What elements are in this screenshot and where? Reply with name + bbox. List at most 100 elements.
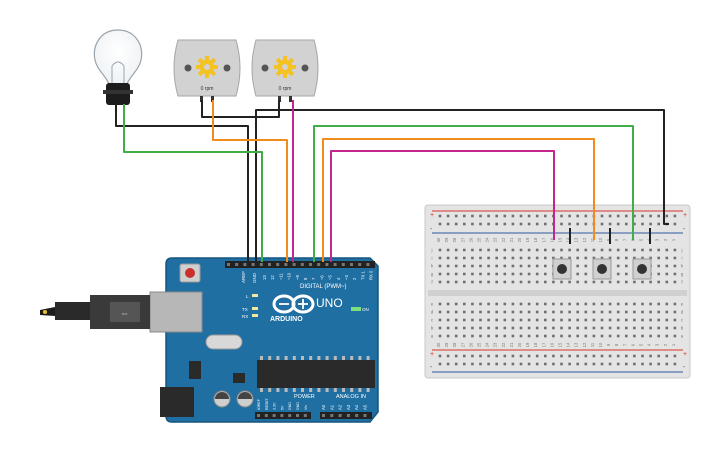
terminal-upper-hole[interactable]: [446, 248, 450, 252]
terminal-upper-hole[interactable]: [471, 264, 474, 268]
terminal-lower-hole[interactable]: [600, 326, 604, 330]
top-rail-hole[interactable]: [649, 222, 652, 226]
terminal-lower-hole[interactable]: [511, 302, 515, 306]
terminal-upper-hole[interactable]: [463, 272, 466, 276]
terminal-upper-hole[interactable]: [625, 264, 628, 268]
terminal-upper-hole[interactable]: [592, 248, 596, 252]
top-rail-hole[interactable]: [535, 222, 539, 226]
terminal-lower-hole[interactable]: [454, 310, 458, 314]
terminal-lower-hole[interactable]: [446, 302, 450, 306]
wire-orange-motor1[interactable]: [212, 100, 288, 262]
top-rail-hole[interactable]: [625, 222, 628, 226]
top-rail-hole[interactable]: [633, 222, 636, 226]
terminal-lower-hole[interactable]: [487, 302, 490, 306]
terminal-upper-hole[interactable]: [527, 264, 531, 268]
terminal-upper-hole[interactable]: [519, 272, 523, 276]
header-pin[interactable]: [251, 263, 255, 266]
terminal-upper-hole[interactable]: [535, 272, 539, 276]
header-pin[interactable]: [292, 263, 296, 266]
top-rail-hole[interactable]: [511, 222, 515, 226]
header-pin[interactable]: [268, 263, 271, 266]
top-rail-hole[interactable]: [511, 214, 515, 218]
terminal-lower-hole[interactable]: [438, 334, 442, 338]
bottom-rail-hole[interactable]: [479, 362, 482, 366]
terminal-lower-hole[interactable]: [600, 302, 604, 306]
power-header-pin[interactable]: [272, 414, 276, 417]
top-rail-hole[interactable]: [665, 214, 669, 218]
terminal-upper-hole[interactable]: [544, 272, 547, 276]
terminal-upper-hole[interactable]: [576, 256, 579, 260]
terminal-upper-hole[interactable]: [503, 256, 507, 260]
terminal-upper-hole[interactable]: [641, 256, 644, 260]
terminal-lower-hole[interactable]: [608, 318, 612, 322]
bottom-rail-hole[interactable]: [446, 362, 450, 366]
terminal-lower-hole[interactable]: [649, 318, 652, 322]
terminal-upper-hole[interactable]: [471, 272, 474, 276]
top-rail-hole[interactable]: [576, 222, 579, 226]
terminal-lower-hole[interactable]: [471, 318, 474, 322]
terminal-upper-hole[interactable]: [657, 248, 660, 252]
terminal-lower-hole[interactable]: [625, 334, 628, 338]
bottom-rail-hole[interactable]: [527, 354, 531, 358]
bottom-rail-hole[interactable]: [657, 354, 660, 358]
terminal-lower-hole[interactable]: [576, 302, 579, 306]
terminal-lower-hole[interactable]: [616, 302, 620, 306]
terminal-upper-hole[interactable]: [471, 248, 474, 252]
terminal-lower-hole[interactable]: [576, 318, 579, 322]
terminal-lower-hole[interactable]: [592, 326, 596, 330]
top-rail-hole[interactable]: [673, 214, 677, 218]
bottom-rail-hole[interactable]: [576, 362, 579, 366]
terminal-upper-hole[interactable]: [535, 280, 539, 284]
top-rail-hole[interactable]: [527, 214, 531, 218]
bottom-rail-hole[interactable]: [665, 354, 669, 358]
terminal-lower-hole[interactable]: [463, 310, 466, 314]
terminal-lower-hole[interactable]: [511, 334, 515, 338]
terminal-upper-hole[interactable]: [471, 256, 474, 260]
bottom-rail-hole[interactable]: [454, 362, 458, 366]
terminal-lower-hole[interactable]: [511, 310, 515, 314]
terminal-lower-hole[interactable]: [454, 318, 458, 322]
terminal-upper-hole[interactable]: [665, 256, 669, 260]
terminal-upper-hole[interactable]: [584, 264, 588, 268]
top-rail-hole[interactable]: [625, 214, 628, 218]
terminal-upper-hole[interactable]: [608, 256, 612, 260]
terminal-lower-hole[interactable]: [511, 318, 515, 322]
terminal-upper-hole[interactable]: [600, 280, 604, 284]
terminal-upper-hole[interactable]: [649, 248, 652, 252]
terminal-upper-hole[interactable]: [641, 280, 644, 284]
terminal-lower-hole[interactable]: [665, 334, 669, 338]
bottom-rail-hole[interactable]: [560, 354, 563, 358]
terminal-upper-hole[interactable]: [665, 248, 669, 252]
terminal-lower-hole[interactable]: [552, 318, 555, 322]
terminal-lower-hole[interactable]: [592, 302, 596, 306]
terminal-lower-hole[interactable]: [584, 334, 588, 338]
terminal-upper-hole[interactable]: [519, 256, 523, 260]
top-rail-hole[interactable]: [560, 222, 563, 226]
terminal-lower-hole[interactable]: [544, 334, 547, 338]
terminal-upper-hole[interactable]: [495, 280, 498, 284]
terminal-upper-hole[interactable]: [665, 264, 669, 268]
terminal-lower-hole[interactable]: [560, 302, 563, 306]
terminal-upper-hole[interactable]: [544, 280, 547, 284]
analog-header-pin[interactable]: [363, 414, 367, 417]
top-rail-hole[interactable]: [633, 214, 636, 218]
bottom-rail-hole[interactable]: [527, 362, 531, 366]
top-rail-hole[interactable]: [584, 222, 588, 226]
terminal-lower-hole[interactable]: [471, 334, 474, 338]
terminal-lower-hole[interactable]: [649, 302, 652, 306]
terminal-upper-hole[interactable]: [568, 248, 571, 252]
terminal-upper-hole[interactable]: [527, 256, 531, 260]
terminal-upper-hole[interactable]: [503, 264, 507, 268]
terminal-lower-hole[interactable]: [665, 326, 669, 330]
dc-motor-2[interactable]: 0 rpm: [251, 39, 319, 102]
terminal-upper-hole[interactable]: [641, 248, 644, 252]
terminal-upper-hole[interactable]: [438, 264, 442, 268]
bottom-rail-hole[interactable]: [608, 354, 612, 358]
terminal-lower-hole[interactable]: [511, 326, 515, 330]
bottom-rail-hole[interactable]: [625, 362, 628, 366]
terminal-lower-hole[interactable]: [673, 302, 677, 306]
terminal-upper-hole[interactable]: [463, 280, 466, 284]
terminal-lower-hole[interactable]: [608, 310, 612, 314]
terminal-upper-hole[interactable]: [511, 256, 515, 260]
